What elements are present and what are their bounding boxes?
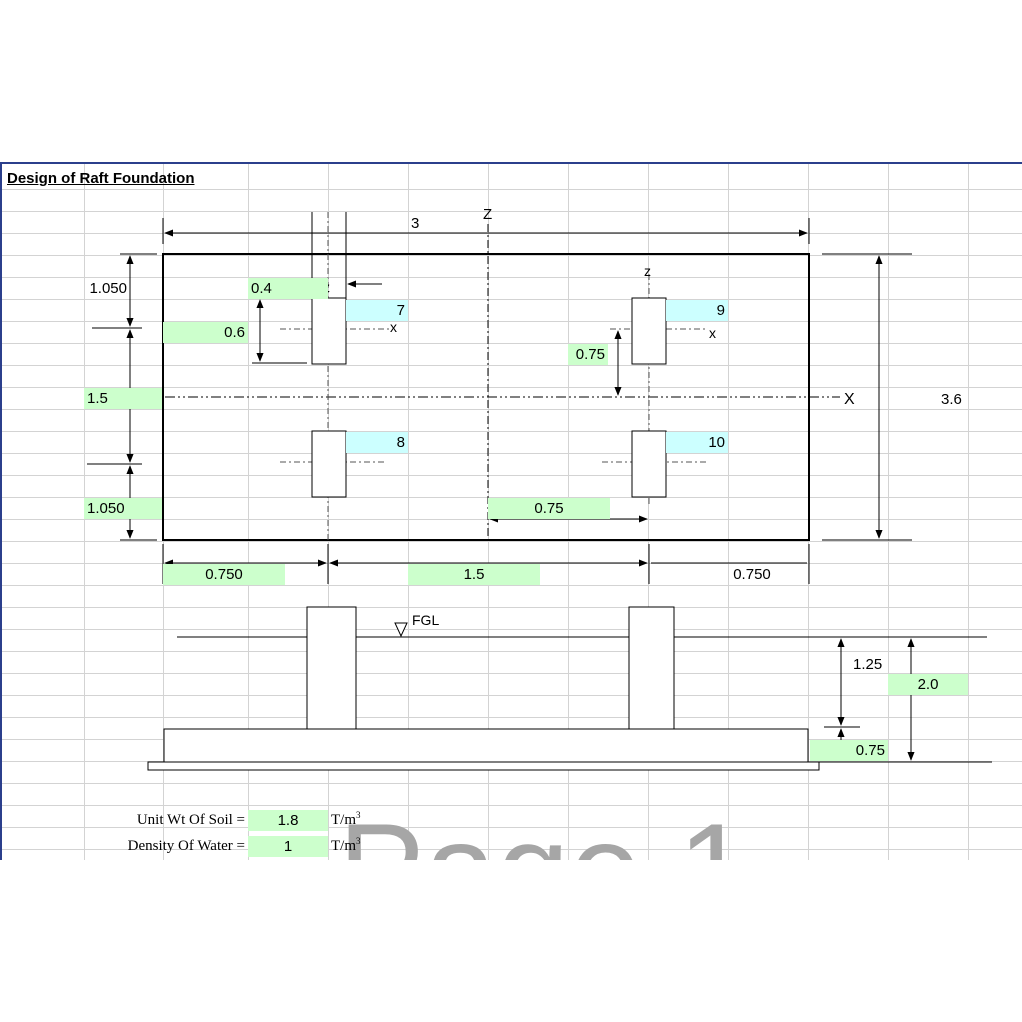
sheet-title: Design of Raft Foundation [7,170,195,187]
grid-row-line [2,783,1022,784]
col-axis-x-label-right: x [709,325,716,341]
grid-row-line [2,409,1022,410]
page-watermark: Page 1 [338,804,750,860]
grid-row-line [2,255,1022,256]
column-label-7[interactable]: 7 [346,300,408,321]
axis-z-label: Z [483,206,492,223]
column-10 [631,430,667,498]
grid-row-line [2,717,1022,718]
grid-row-line [2,585,1022,586]
grid-row-line [2,827,1022,828]
grid-row-line [2,673,1022,674]
grid-column-line [328,164,329,860]
grid-column-line [888,164,889,860]
bottom-right-value[interactable]: 0.750 [733,566,771,583]
grid-row-line [2,475,1022,476]
column-label-9[interactable]: 9 [666,300,728,321]
section-column-left [306,606,357,730]
grid-row-line [2,541,1022,542]
soil-weight-value[interactable]: 1.8 [248,810,328,831]
grid-row-line [2,299,1022,300]
grid-row-line [2,849,1022,850]
grid-column-line [408,164,409,860]
col-offset-value[interactable]: 0.6 [163,322,248,343]
grid-row-line [2,629,1022,630]
section-pcc [147,761,820,771]
mid-offset-value[interactable]: 1.5 [84,388,162,409]
centre-to-col-value[interactable]: 0.75 [488,498,610,519]
col-width-value[interactable]: 0.4 [248,278,328,299]
right-col-offset-value[interactable]: 0.75 [568,344,608,365]
section-raft [163,728,809,763]
soil-weight-label: Unit Wt Of Soil = [136,812,245,828]
water-density-value[interactable]: 1 [248,836,328,857]
water-density-unit: T/m3 [331,836,361,854]
raft-drawing: Z X z z x x 3 3.6 FGL 1.25 [87,206,992,771]
grid-row-line [2,365,1022,366]
section-column-right [628,606,675,730]
total-depth-value[interactable]: 2.0 [888,674,968,695]
total-width-label: 3.6 [941,391,962,408]
grid-row-line [2,805,1022,806]
bottom-left-value[interactable]: 0.750 [163,564,285,585]
column-label-8[interactable]: 8 [346,432,408,453]
column-label-10[interactable]: 10 [666,432,728,453]
fgl-marker [394,622,408,638]
col-axis-z-label-right: z [644,263,651,279]
grid-row-line [2,651,1022,652]
edge-bottom-value[interactable]: 1.050 [84,498,162,519]
column-8 [311,430,347,498]
raft-thickness-value[interactable]: 0.75 [810,740,888,761]
grid-row-line [2,387,1022,388]
grid-row-line [2,321,1022,322]
grid-row-line [2,277,1022,278]
axis-x-label: X [844,391,855,408]
bottom-mid-value[interactable]: 1.5 [408,564,540,585]
column-9 [631,297,667,365]
edge-top-value[interactable]: 1.050 [89,280,127,297]
grid-row-line [2,343,1022,344]
spreadsheet[interactable]: Design of Raft Foundation Page 1 [0,162,1022,860]
grid-row-line [2,453,1022,454]
grid-row-line [2,211,1022,212]
grid-row-line [2,431,1022,432]
col-axis-x-label: x [390,319,397,335]
water-density-label: Density Of Water = [127,838,245,854]
grid-column-line [968,164,969,860]
grid-column-line [248,164,249,860]
column-7 [311,297,347,365]
total-length-label: 3 [411,215,419,232]
grid-row-line [2,189,1022,190]
grid-row-line [2,695,1022,696]
grid-row-line [2,497,1022,498]
soil-depth-label: 1.25 [853,656,882,673]
grid-column-line [728,164,729,860]
fgl-label: FGL [412,612,439,628]
soil-weight-unit: T/m3 [331,810,361,828]
grid-column-line [648,164,649,860]
grid-row-line [2,607,1022,608]
